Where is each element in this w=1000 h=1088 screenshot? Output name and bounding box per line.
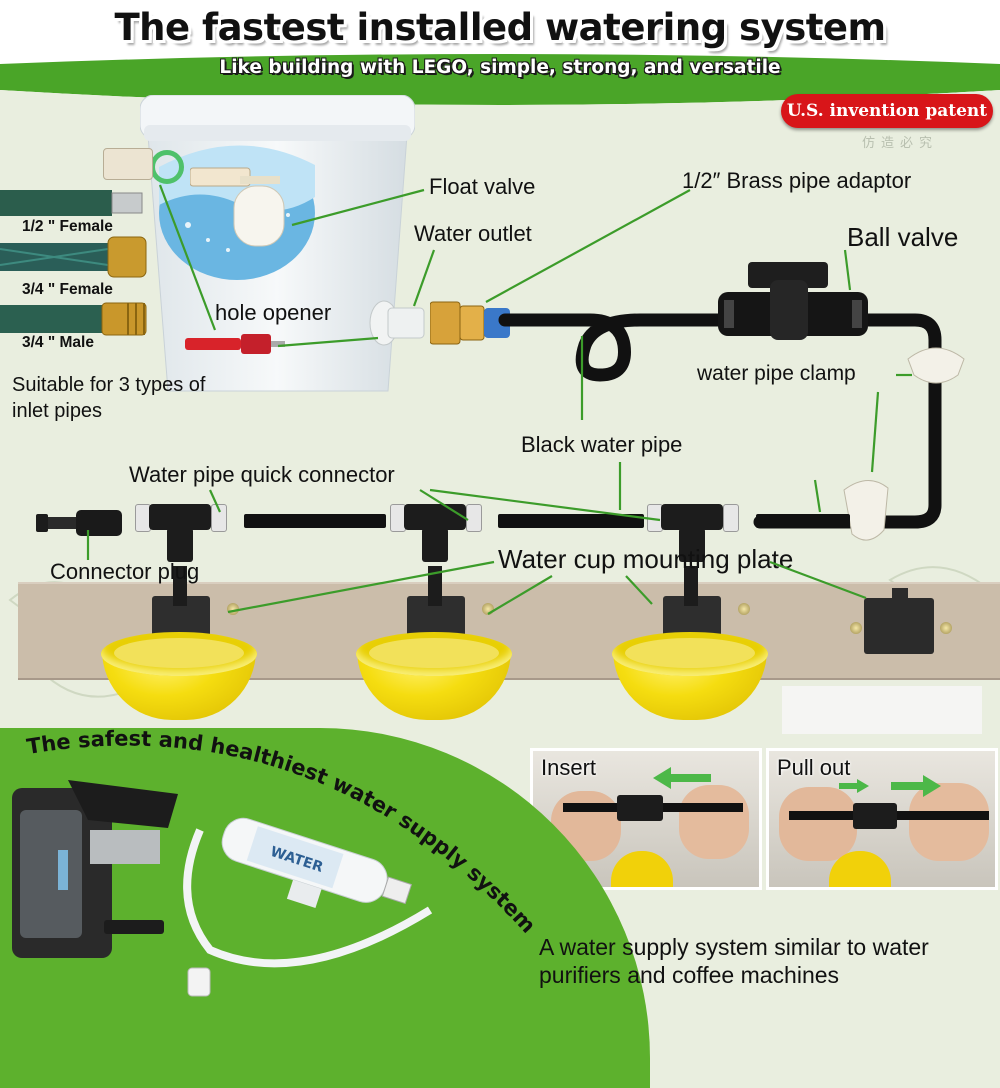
- water-cup-3: [611, 566, 771, 736]
- water-filter-icon: WATER: [183, 817, 433, 997]
- photo-pull-out: Pull out: [766, 748, 998, 890]
- page-subtitle: Like building with LEGO, simple, strong,…: [219, 57, 781, 78]
- label-water-outlet: Water outlet: [414, 221, 532, 246]
- page-title: The fastest installed watering system: [114, 6, 886, 49]
- water-cup-2: [355, 566, 515, 736]
- leader-lines: [86, 184, 912, 615]
- water-outlet-icon: [369, 300, 425, 346]
- pipe-clamp-lower-icon: [843, 480, 889, 541]
- inlet-caption: Suitable for 3 types of inlet pipes: [12, 374, 206, 422]
- blank-panel: [782, 686, 982, 734]
- hole-opener-icon: [185, 334, 285, 354]
- mounting-plate-standalone: [848, 588, 958, 660]
- pipe-segment: [498, 514, 644, 528]
- label-pipe-clamp: water pipe clamp: [697, 362, 856, 385]
- patent-badge: U.S. invention patent: [781, 94, 993, 128]
- water-cup-1: [100, 566, 260, 736]
- label-pull-out: Pull out: [777, 755, 851, 780]
- hose-label-half-female: 1/2 " Female: [22, 218, 113, 235]
- hose-label-three-quarter-female: 3/4 " Female: [22, 281, 113, 298]
- label-mounting-plate: Water cup mounting plate: [498, 544, 794, 574]
- label-hole-opener: hole opener: [215, 300, 332, 325]
- label-float-valve: Float valve: [429, 174, 536, 199]
- float-valve-icon: [190, 167, 285, 247]
- label-quick-connector: Water pipe quick connector: [129, 462, 395, 487]
- pipe-segment: [244, 514, 386, 528]
- inlet-fitting-icon: [103, 148, 153, 180]
- black-water-pipe: [498, 313, 942, 529]
- coffee-machine-icon: [12, 780, 178, 958]
- hose-label-three-quarter-male: 3/4 " Male: [22, 334, 94, 351]
- label-black-pipe: Black water pipe: [521, 432, 683, 457]
- quick-connector-1: [135, 504, 235, 564]
- pipe-clamp-icon: [907, 347, 965, 384]
- label-connector-plug: Connector plug: [50, 559, 200, 584]
- pipe-segment: [756, 514, 850, 528]
- connector-plug-icon: [36, 510, 122, 536]
- patent-small-text: 仿造必究: [862, 135, 939, 150]
- quick-connector-3: [647, 504, 747, 564]
- photo-insert: Insert: [530, 748, 762, 890]
- label-ball-valve: Ball valve: [847, 222, 959, 252]
- header-band: [0, 0, 1000, 108]
- bottom-description: A water supply system similar to water p…: [539, 934, 929, 988]
- inlet-hoses: [0, 190, 147, 336]
- label-insert: Insert: [541, 755, 597, 780]
- ball-valve-icon: [718, 262, 868, 340]
- label-brass-adaptor: 1/2″ Brass pipe adaptor: [682, 168, 912, 193]
